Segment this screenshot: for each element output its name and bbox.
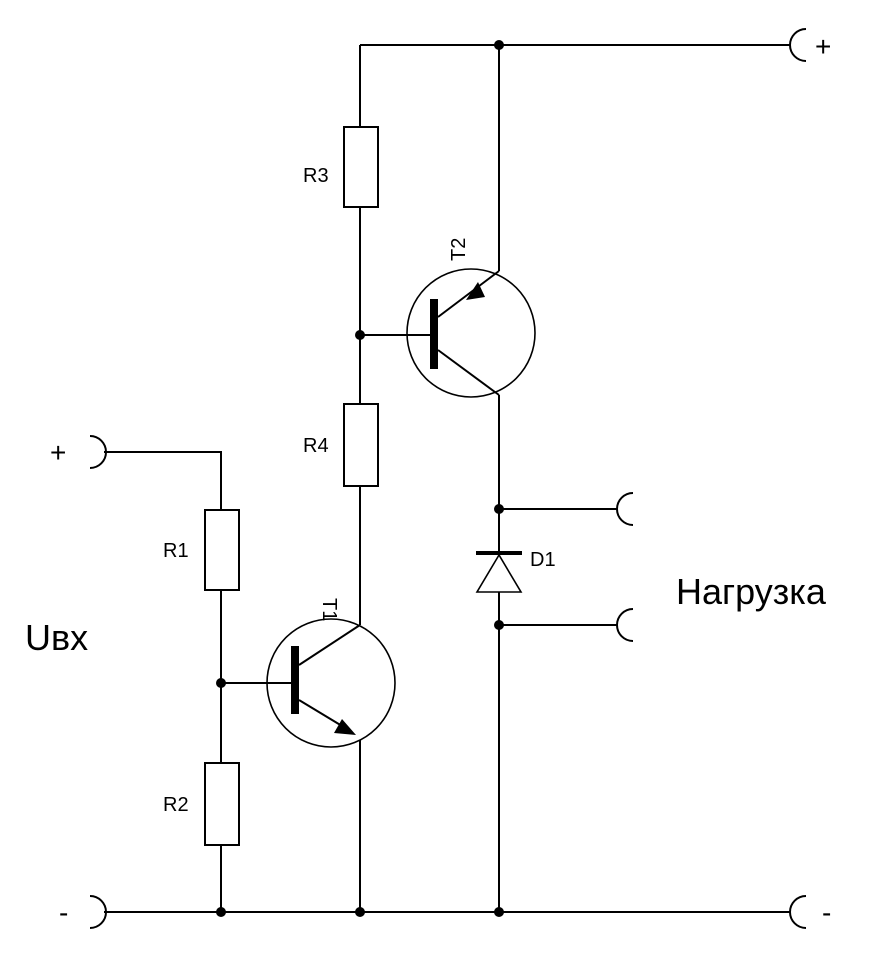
resistor-r4	[343, 403, 379, 487]
input-plus-terminal-icon	[89, 435, 107, 469]
input-minus-sign: -	[59, 897, 68, 928]
junction-dot	[355, 330, 365, 340]
junction-dot	[355, 907, 365, 917]
input-minus-terminal-icon	[89, 895, 107, 929]
load-upper-terminal-icon	[616, 492, 634, 526]
junction-dot	[494, 40, 504, 50]
junction-dot	[494, 907, 504, 917]
label-d1: D1	[530, 549, 556, 571]
label-r4: R4	[303, 435, 329, 457]
junction-dot	[494, 620, 504, 630]
transistor-t2	[406, 268, 536, 398]
label-r1: R1	[163, 540, 189, 562]
output-plus-sign: +	[815, 31, 831, 62]
output-minus-sign: -	[822, 897, 831, 928]
transistor-t1	[266, 618, 396, 748]
junction-dot	[494, 504, 504, 514]
load-lower-terminal-icon	[616, 608, 634, 642]
load-label: Нагрузка	[676, 571, 827, 612]
input-voltage-label: Uвх	[25, 617, 88, 658]
diode-d1	[475, 551, 523, 593]
output-minus-terminal-icon	[789, 895, 807, 929]
input-plus-sign: +	[50, 437, 66, 468]
resistor-r2	[204, 762, 240, 846]
output-plus-terminal-icon	[789, 28, 807, 62]
junction-dot	[216, 678, 226, 688]
label-t1: T1	[318, 598, 340, 621]
label-r3: R3	[303, 165, 329, 187]
t2-emitter-arrow-icon	[466, 282, 485, 300]
resistor-r1	[204, 509, 240, 591]
label-r2: R2	[163, 794, 189, 816]
junction-dot	[216, 907, 226, 917]
t1-emitter-arrow-icon	[334, 719, 356, 735]
input-plus-wire	[104, 451, 222, 510]
resistor-r3	[343, 126, 379, 208]
label-t2: T2	[448, 238, 470, 261]
